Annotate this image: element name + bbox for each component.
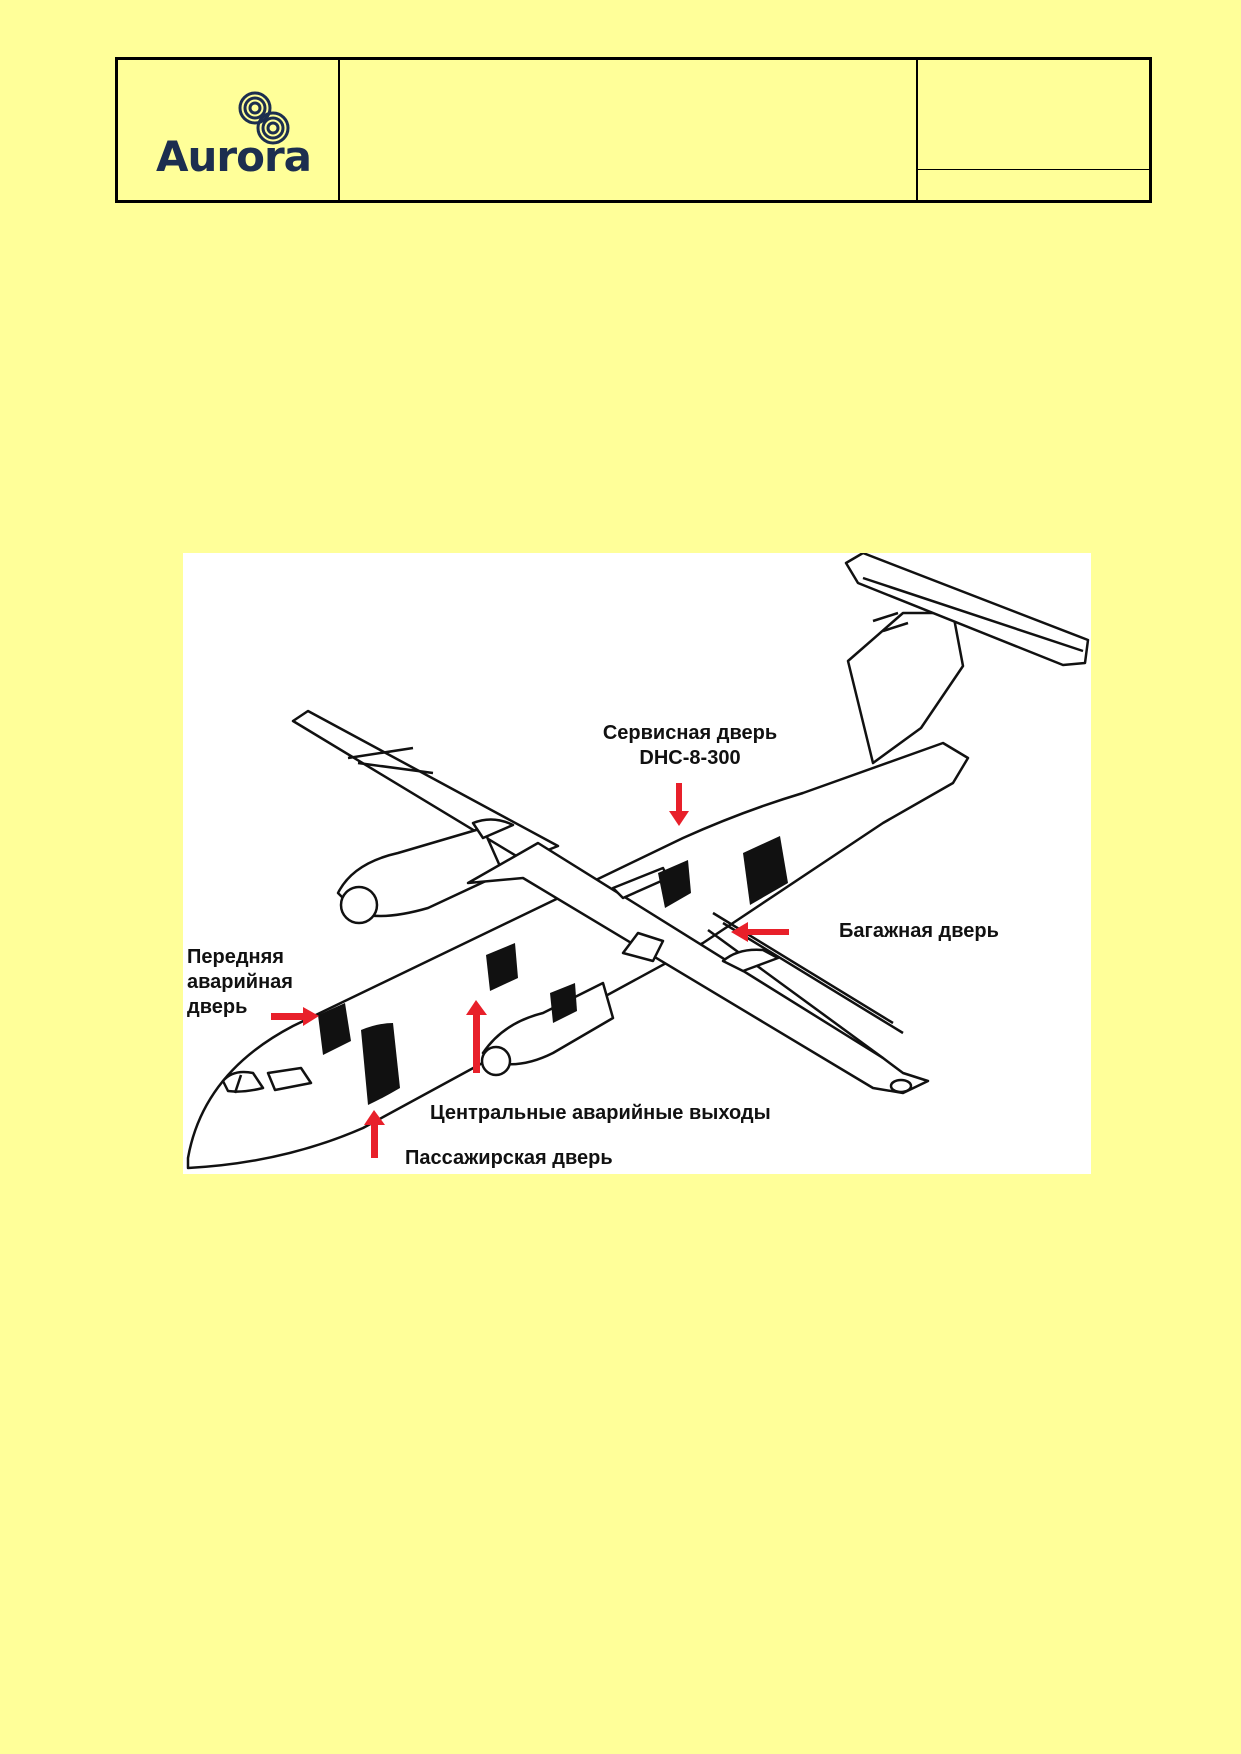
front-emergency-door-label: Передняя аварийная дверь: [187, 945, 293, 1020]
logo-text: Aurora: [156, 132, 312, 181]
central-exits-label: Центральные аварийные выходы: [430, 1102, 771, 1124]
title-cell: [340, 60, 918, 200]
logo-cell: Aurora: [118, 60, 340, 200]
info-cell: [918, 60, 1149, 200]
aircraft-drawing: [186, 553, 1090, 1170]
document-header-table: Aurora: [115, 57, 1152, 203]
baggage-door-label: Багажная дверь: [839, 920, 999, 942]
door-shapes: [318, 836, 788, 1105]
info-cell-top: [918, 60, 1149, 170]
service-door-label-line2: DHC-8-300: [639, 747, 741, 769]
arrows: [271, 783, 789, 1158]
front-emergency-door-line2: аварийная: [187, 971, 293, 993]
service-door-label: Сервисная дверь DHC-8-300: [577, 721, 803, 771]
service-door-label-line1: Сервисная дверь: [602, 722, 778, 744]
front-emergency-door-line1: Передняя: [187, 946, 284, 968]
passenger-door-label: Пассажирская дверь: [405, 1147, 613, 1169]
aurora-logo-icon: [238, 91, 290, 145]
front-emergency-door-line3: дверь: [187, 996, 248, 1018]
aircraft-doors-figure: Сервисная дверь DHC-8-300 Багажная дверь…: [183, 553, 1091, 1174]
